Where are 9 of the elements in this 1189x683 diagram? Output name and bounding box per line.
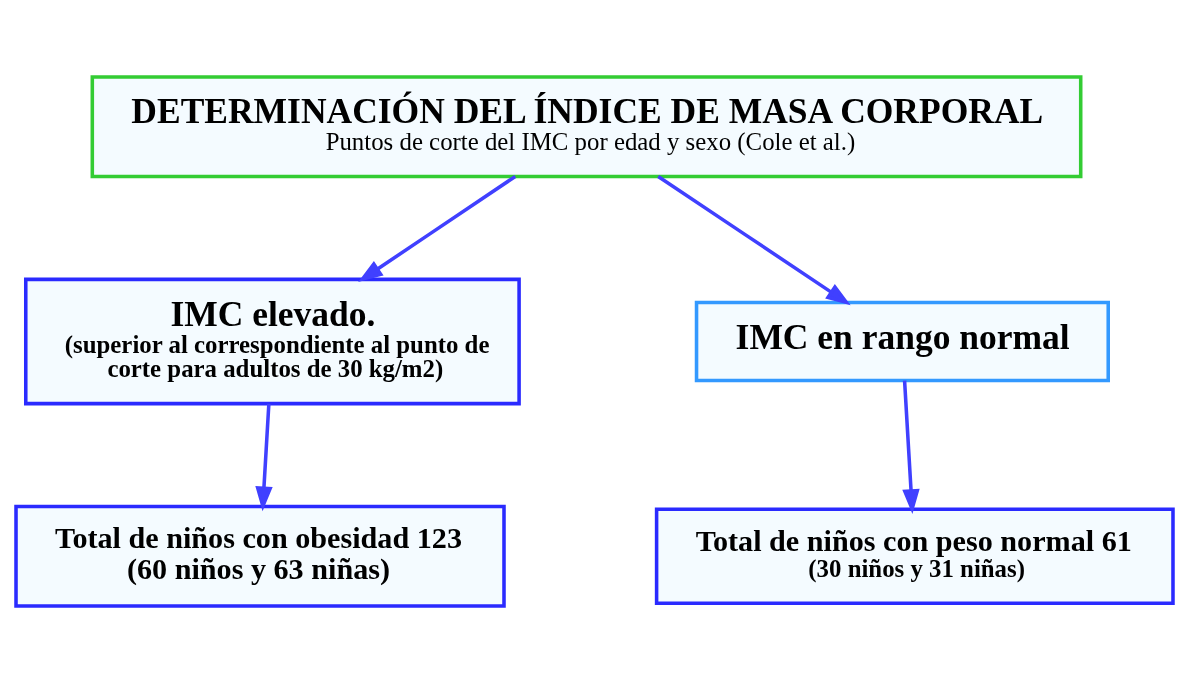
node-box: Total de niños con obesidad 123 (60 niños y 63 niñas)	[14, 504, 506, 608]
arrow	[657, 175, 851, 306]
arrow	[902, 380, 920, 515]
node-box: DETERMINACIÓN DEL ÍNDICE DE MASA CORPORAL Puntos de corte del IMC por edad y sexo (Cole et al.)	[90, 75, 1083, 179]
arrow	[358, 175, 517, 283]
node-box: Total de niños con peso normal 61 (30 niños y 31 niñas)	[654, 507, 1175, 605]
node-box: IMC elevado. (superior al correspondiente al punto de corte para adultos de 30 kg/m2)	[24, 277, 521, 406]
node-box: IMC en rango normal	[694, 300, 1110, 383]
arrow	[255, 403, 273, 512]
